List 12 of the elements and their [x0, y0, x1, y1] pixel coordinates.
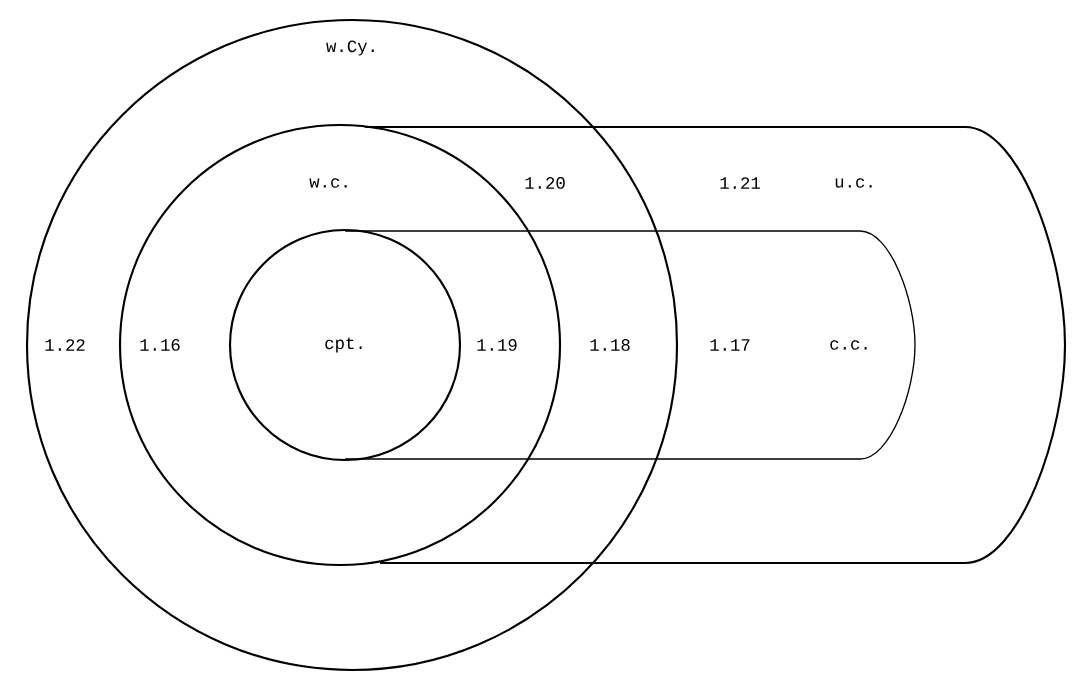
- region-label: u.c.: [835, 178, 872, 188]
- number-label: 1.17: [710, 339, 750, 351]
- region-label: w.c.: [309, 178, 347, 188]
- number-label: 1.21: [720, 177, 760, 189]
- region-label: w.Cy.: [326, 40, 374, 56]
- number-label: 1.22: [45, 339, 85, 351]
- region-label: c.c.: [830, 340, 867, 350]
- region-label: cpt.: [325, 337, 362, 353]
- number-label: 1.18: [590, 339, 630, 351]
- number-label: 1.19: [477, 339, 517, 351]
- number-label: 1.20: [525, 177, 565, 189]
- number-label: 1.16: [140, 339, 180, 351]
